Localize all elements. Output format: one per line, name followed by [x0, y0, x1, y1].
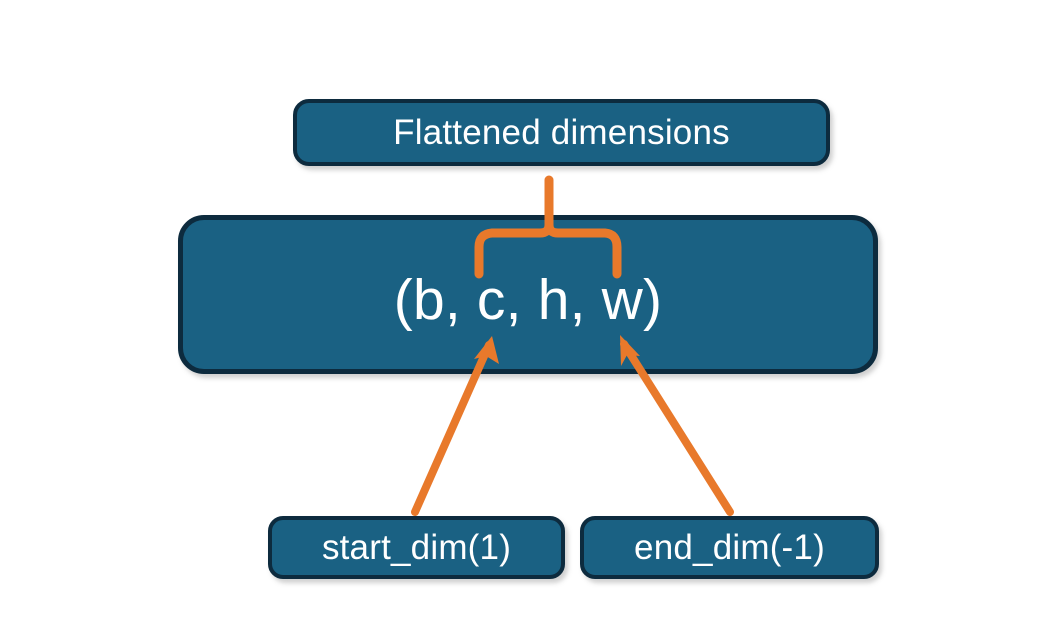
node-start-dim-label: start_dim(1): [321, 527, 512, 567]
node-end-dim: end_dim(-1): [580, 516, 879, 579]
node-tensor-shape: (b, c, h, w): [178, 215, 878, 374]
node-end-dim-label: end_dim(-1): [634, 527, 825, 567]
node-tensor-shape-label: (b, c, h, w): [393, 268, 663, 332]
node-flattened-dimensions: Flattened dimensions: [293, 99, 830, 166]
node-flattened-dimensions-label: Flattened dimensions: [393, 112, 730, 152]
node-start-dim: start_dim(1): [268, 516, 565, 579]
